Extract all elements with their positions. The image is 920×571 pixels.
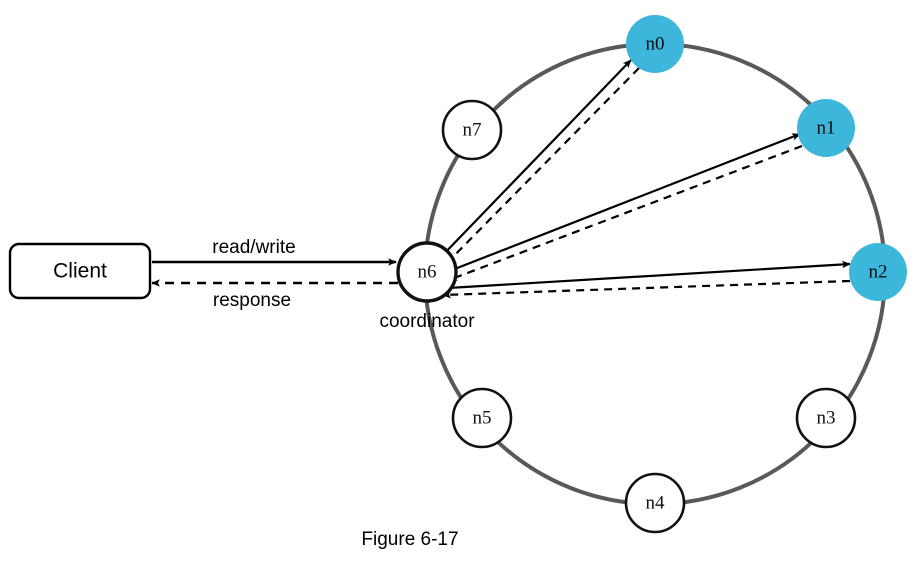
- node-n7-circle: [441, 99, 503, 161]
- client-box[interactable]: Client: [8, 242, 152, 300]
- node-n4-circle: [624, 472, 686, 534]
- edge-n6-to-n0-request: [439, 59, 632, 259]
- node-n0[interactable]: n0: [626, 15, 684, 73]
- client-box-shape: [8, 242, 152, 300]
- node-n0-circle: [626, 15, 684, 73]
- figure-caption: Figure 6-17: [361, 529, 458, 550]
- edge-n2-to-n6-response: [442, 279, 851, 299]
- node-n6-circle: [396, 241, 458, 303]
- edge-n6-to-n2-request: [447, 260, 851, 290]
- coordinator-role-label: coordinator: [379, 311, 475, 332]
- node-n1-circle: [797, 99, 855, 157]
- node-n7[interactable]: n7: [441, 99, 503, 161]
- client-label: Client: [53, 260, 107, 283]
- node-n1[interactable]: n1: [797, 99, 855, 157]
- node-n2[interactable]: n2: [849, 243, 907, 301]
- node-n4[interactable]: n4: [624, 472, 686, 534]
- read-write-label: read/write: [212, 237, 295, 258]
- node-n2-circle: [849, 243, 907, 301]
- edge-n1-to-n6-response: [448, 144, 803, 282]
- node-n6-coordinator[interactable]: n6: [396, 241, 458, 303]
- replica-edges-group: [439, 59, 851, 299]
- node-n5[interactable]: n5: [451, 387, 513, 449]
- client-edge-response: response: [151, 279, 398, 311]
- node-n3-circle: [795, 387, 857, 449]
- node-n5-circle: [451, 387, 513, 449]
- response-label: response: [213, 290, 291, 311]
- edge-n6-to-n1-request: [446, 132, 801, 274]
- client-edge-read-write: read/write: [152, 237, 397, 266]
- node-n3[interactable]: n3: [795, 387, 857, 449]
- edge-n0-to-n6-response: [442, 67, 640, 268]
